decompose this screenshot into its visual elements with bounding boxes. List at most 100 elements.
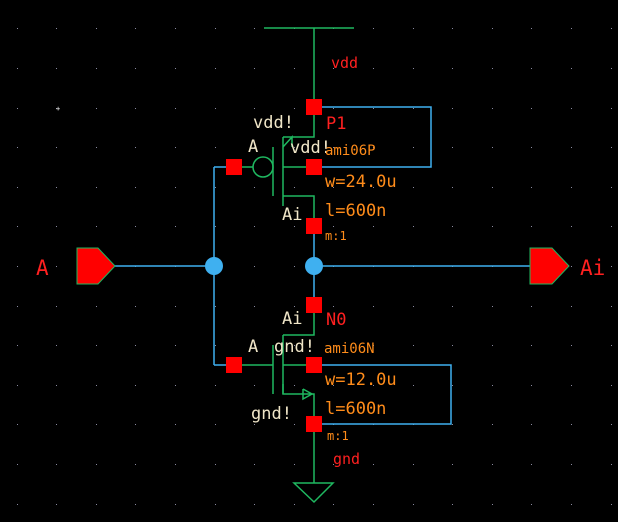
grid-dot (333, 68, 334, 69)
grid-dot (17, 266, 18, 267)
grid-dot (413, 147, 414, 148)
grid-dot (611, 345, 612, 346)
grid-dot (373, 306, 374, 307)
grid-dot (571, 266, 572, 267)
grid-dot (571, 424, 572, 425)
grid-dot (294, 187, 295, 188)
grid-dot (492, 108, 493, 109)
grid-dot (17, 68, 18, 69)
grid-dot (571, 68, 572, 69)
grid-dot (17, 108, 18, 109)
output-pin-ai[interactable] (529, 247, 570, 285)
grid-dot (413, 28, 414, 29)
pmos-bulk-net-label: vdd! (290, 138, 331, 158)
grid-dot (135, 187, 136, 188)
grid-dot (56, 108, 57, 109)
grid-dot (294, 306, 295, 307)
pin-squares[interactable] (226, 99, 322, 432)
grid-dot (611, 464, 612, 465)
input-pin-a[interactable] (76, 247, 116, 285)
grid-dot (531, 28, 532, 29)
pmos-instance-name: P1 (326, 114, 346, 134)
nmos-bulk-net-label: gnd! (274, 337, 315, 357)
grid-dot (96, 345, 97, 346)
grid-dot (492, 504, 493, 505)
nmos-instance-name: N0 (326, 310, 346, 330)
grid-dot (413, 345, 414, 346)
pmos-multiplier: m:1 (325, 229, 347, 243)
grid-dot (135, 28, 136, 29)
grid-dot (17, 147, 18, 148)
grid-dot (254, 147, 255, 148)
grid-dot (373, 464, 374, 465)
grid-dot (413, 385, 414, 386)
grid-dot (96, 147, 97, 148)
grid-dot (452, 385, 453, 386)
grid-dot (373, 345, 374, 346)
grid-dot (571, 504, 572, 505)
grid-dot (531, 147, 532, 148)
grid-dot (492, 226, 493, 227)
grid-dot (571, 108, 572, 109)
grid-dot (611, 504, 612, 505)
gnd-supply-symbol[interactable] (292, 431, 335, 504)
grid-dot (333, 504, 334, 505)
grid-dot (571, 187, 572, 188)
nmos-gate-net-label: A (248, 337, 258, 357)
grid-dot (294, 424, 295, 425)
grid-dot (611, 424, 612, 425)
grid-dot (373, 226, 374, 227)
grid-dot (56, 306, 57, 307)
grid-dot (452, 306, 453, 307)
grid-dot (215, 424, 216, 425)
grid-dot (254, 345, 255, 346)
grid-dot (333, 345, 334, 346)
grid-dot (413, 464, 414, 465)
wire-pmos-bulk (314, 106, 432, 168)
grid-dot (215, 345, 216, 346)
grid-dot (413, 226, 414, 227)
grid-dot (254, 385, 255, 386)
grid-dot (531, 345, 532, 346)
vdd-supply-symbol[interactable] (264, 27, 354, 107)
junction-output (305, 257, 323, 275)
grid-dot (96, 68, 97, 69)
grid-dot (215, 147, 216, 148)
grid-dot (175, 108, 176, 109)
wires[interactable] (115, 106, 530, 425)
grid-dot (571, 464, 572, 465)
grid-dot (373, 385, 374, 386)
grid-dot (333, 187, 334, 188)
grid-dot (294, 385, 295, 386)
grid-dot (492, 464, 493, 465)
grid-dot (333, 108, 334, 109)
grid-dot (611, 28, 612, 29)
wire-nmos-bulk (314, 364, 452, 425)
nmos-width: w=12.0u (325, 370, 397, 390)
grid-dot (611, 226, 612, 227)
grid-dot (452, 226, 453, 227)
grid-dot (531, 187, 532, 188)
grid-dot (373, 504, 374, 505)
grid-dot (611, 147, 612, 148)
grid-dot (56, 464, 57, 465)
grid-dot (215, 504, 216, 505)
grid-dot (96, 464, 97, 465)
grid-dot (294, 266, 295, 267)
grid-dot (413, 108, 414, 109)
grid-dot (135, 424, 136, 425)
grid-dot (413, 187, 414, 188)
grid-dot (492, 424, 493, 425)
grid-dot (215, 28, 216, 29)
grid-dot (294, 504, 295, 505)
grid-dot (56, 345, 57, 346)
grid-dot (56, 385, 57, 386)
junction-input (205, 257, 223, 275)
grid-dot (611, 266, 612, 267)
grid-dot (175, 187, 176, 188)
grid-dot (452, 424, 453, 425)
nmos-drain-pin (306, 297, 322, 313)
grid-dot (17, 306, 18, 307)
grid-dot (373, 147, 374, 148)
